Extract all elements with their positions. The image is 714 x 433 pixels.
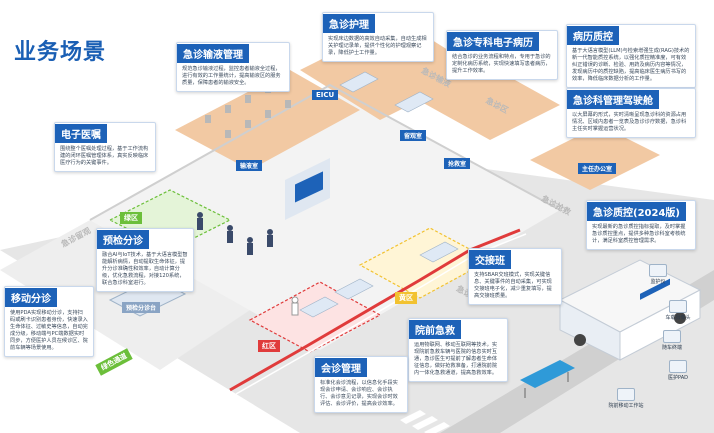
- callout-title: 急诊专科电子病历: [447, 32, 539, 51]
- callout-body: 融合AI与IoT技术，基于大语言模型智能解析病情，自动提取生命体征，提升分诊准确…: [102, 252, 188, 286]
- observe-floor: [400, 55, 560, 140]
- callout-handover: 交接班 支持SBAR交班模式，实现关键信息、关键事件的自动采集，可实现交接班电子…: [468, 248, 562, 305]
- callout-nursing: 急诊护理 实现床边数据的高效自动采集，自动生成相关护理记录单，提供个性化的护理观…: [322, 12, 434, 62]
- green-zone-tag: 绿区: [120, 212, 142, 224]
- callout-order: 电子医嘱 围绕整个医嘱处理过程，基于工作流构建的闭环医嘱管理体系，真实反映临床医…: [54, 122, 156, 172]
- callout-body: 规范急诊输液过程，监控患者输液全过程，进行有效的工作量统计，提高输液区的服务质量…: [182, 66, 281, 86]
- office-tag: 主任办公室: [578, 163, 617, 174]
- callout-body: 结合急诊的业务流程和特点，专用于急诊的定制化病历系统，实现快速填写患者病历，提升…: [452, 54, 551, 74]
- main-floor: [90, 85, 560, 350]
- callout-qc: 病历质控 基于大语言模型(LLM)与检索增强生成(RAG)技术的新一代智能质控系…: [566, 24, 696, 88]
- callout-consult: 会诊管理 标准化会诊流程，以信息化手段实现会诊申请、会诊响应、会诊执行、会诊意见…: [314, 356, 408, 413]
- white-route: [235, 233, 527, 395]
- vehicle-terminal-device: 随车终端: [654, 330, 690, 351]
- callout-title: 急诊输液管理: [177, 44, 249, 63]
- eicu-floor: [300, 20, 480, 120]
- callout-cockpit: 急诊科管理驾驶舱 以大屏幕的形式，实时清晰呈现急诊科的资源占用情况、区域内患者一…: [566, 88, 696, 138]
- callout-pretriage: 预检分诊 融合AI与IoT技术，基于大语言模型智能解析病情，自动提取生命体征，提…: [96, 228, 194, 292]
- page-title: 业务场景: [14, 40, 107, 65]
- camera-device: 车载摄像头: [660, 300, 696, 321]
- triage-desk-tag: 预检分诊台: [122, 302, 161, 313]
- callout-title: 移动分诊: [5, 288, 57, 307]
- stretcher: [520, 360, 575, 398]
- office-floor: [530, 125, 660, 190]
- terminal-icon: [663, 330, 681, 343]
- zebra-crossing: [400, 410, 450, 433]
- red-route: [229, 228, 521, 392]
- device-label: 车载摄像头: [665, 315, 691, 321]
- callout-body: 围绕整个医嘱处理过程，基于工作流构建的闭环医嘱管理体系，真实反映临床医疗行为的关…: [60, 146, 149, 166]
- callout-body: 标准化会诊流程，以信息化手段实现会诊申请、会诊响应、会诊执行、会诊意见记录，实现…: [320, 380, 398, 407]
- callout-body: 支持SBAR交班模式，实现关键信息、关键事件的自动采集，可实现交接班电子化，减少…: [474, 272, 552, 299]
- observe-room-tag: 留观室: [400, 130, 427, 141]
- red-zone-tag: 红区: [258, 340, 280, 352]
- callout-title: 交接班: [469, 250, 511, 269]
- callout-transfusion: 急诊输液管理 规范急诊输液过程，监控患者输液全过程，进行有效的工作量统计，提高输…: [176, 42, 290, 92]
- device-label: 院前移动工作站: [608, 403, 644, 409]
- people: [197, 212, 299, 316]
- callout-body: 以大屏幕的形式，实时清晰呈现急诊科的资源占用情况、区域内患者一览表及急诊诊疗数据…: [572, 112, 687, 132]
- red-zone-floor: [248, 281, 382, 353]
- callout-title: 院前急救: [409, 320, 461, 339]
- beds: [299, 71, 459, 318]
- yellow-zone-tag: 黄区: [395, 292, 417, 304]
- callout-body: 基于大语言模型(LLM)与检索增强生成(RAG)技术的新一代智能质控系统，以强化…: [572, 48, 690, 82]
- device-label: 监护仪: [650, 279, 666, 285]
- camera-icon: [669, 300, 687, 313]
- back-wall: [89, 83, 561, 221]
- device-label: 医护PAD: [668, 375, 688, 381]
- device-label: 随车终端: [661, 345, 682, 351]
- callout-mobile-triage: 移动分诊 使用PDA实现移动分诊，支持扫码或刷卡识别患者身份，快速录入生命体征、…: [4, 286, 94, 357]
- big-screen: [295, 171, 323, 203]
- pad-device: 医护PAD: [660, 360, 696, 381]
- callout-qc2024: 急诊质控(2024版) 实现最新的急诊质控指标提取，及时掌握急诊质控重点，提供多…: [586, 200, 696, 250]
- transfusion-room-tag: 输液室: [236, 160, 263, 171]
- callout-body: 实现最新的急诊质控指标提取，及时掌握急诊质控重点，提供多种急诊科室考核统计，满足…: [592, 224, 686, 244]
- callout-title: 预检分诊: [97, 230, 149, 249]
- callout-title: 病历质控: [567, 26, 619, 45]
- monitor-device: 监护仪: [640, 264, 676, 285]
- tablet-icon: [669, 360, 687, 373]
- eicu-tag: EICU: [312, 90, 339, 100]
- callout-title: 会诊管理: [315, 358, 367, 377]
- callout-emr-specialty: 急诊专科电子病历 结合急诊的业务流程和特点，专用于急诊的定制化病历系统，实现快速…: [446, 30, 558, 80]
- callout-body: 实现床边数据的高效自动采集，自动生成相关护理记录单，提供个性化的护理观察记录，降…: [328, 36, 427, 56]
- callout-body: 运用物联网、移动互联网等技术，实现院前急救车辆与医院的信息实时互通，急诊医生可提…: [414, 342, 498, 376]
- callout-prehospital: 院前急救 运用物联网、移动互联网等技术，实现院前急救车辆与医院的信息实时互通，急…: [408, 318, 508, 382]
- callout-title: 急诊科管理驾驶舱: [567, 90, 659, 109]
- workstation-icon: [617, 388, 635, 401]
- callout-title: 电子医嘱: [55, 124, 107, 143]
- callout-title: 急诊护理: [323, 14, 375, 33]
- callout-body: 使用PDA实现移动分诊，支持扫码或刷卡识别患者身份，快速录入生命体征、过敏史等信…: [10, 310, 88, 351]
- mobile-workstation-device: 院前移动工作站: [596, 388, 656, 409]
- monitor-icon: [649, 264, 667, 277]
- callout-title: 急诊质控(2024版): [587, 202, 686, 221]
- rescue-room-tag: 抢救室: [444, 158, 471, 169]
